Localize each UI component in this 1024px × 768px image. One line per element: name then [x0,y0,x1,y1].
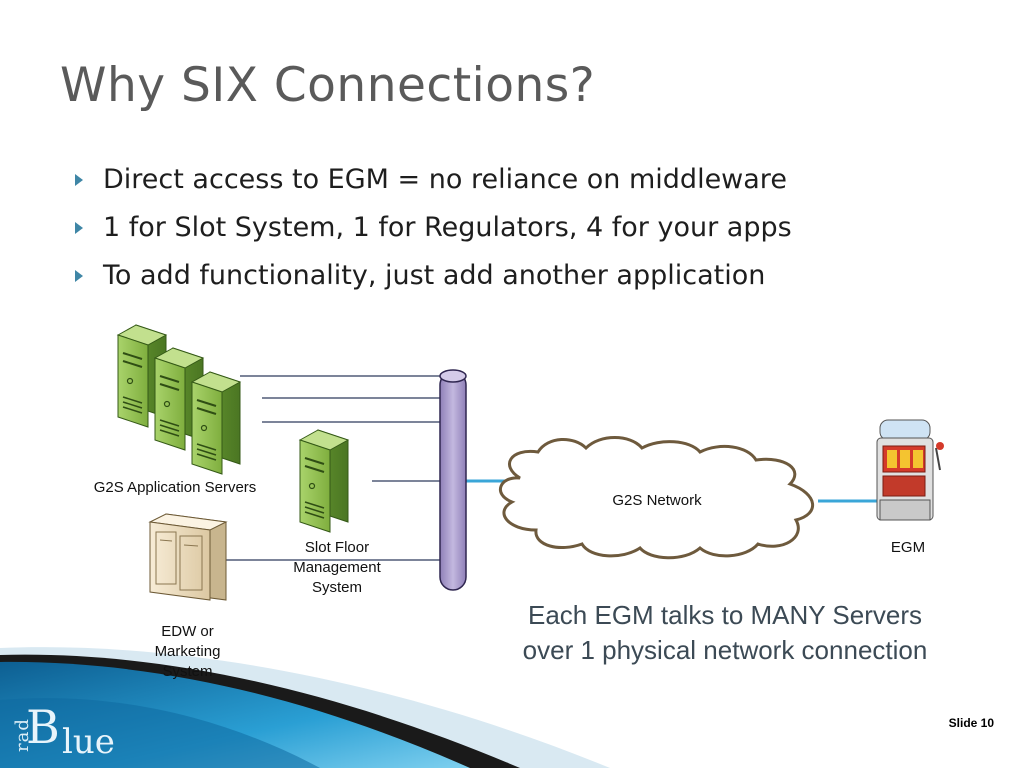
caption-line: Each EGM talks to MANY Servers [528,600,922,630]
connection-lines [224,375,442,561]
slide-number: Slide 10 [948,716,994,730]
network-bus [439,369,467,591]
bullet-item: 1 for Slot System, 1 for Regulators, 4 f… [75,208,792,256]
bullet-arrow-icon [75,222,83,234]
bullet-text: To add functionality, just add another a… [103,260,766,291]
app-servers-label: G2S Application Servers [93,479,257,496]
slot-floor-label: Slot Floor Management System [272,538,402,598]
bullet-item: To add functionality, just add another a… [75,256,792,304]
slide-title: Why SIX Connections? [60,58,596,113]
label-line: Marketing [154,643,221,660]
label-line: Management [293,559,381,576]
bullet-text: 1 for Slot System, 1 for Regulators, 4 f… [103,212,792,243]
logo-letter: B [26,700,60,754]
label-line: Slot Floor [304,539,370,556]
slot-machine-icon [876,419,944,521]
label-line: System [162,663,213,680]
footer-swoosh [0,647,610,768]
network-label: G2S Network [612,492,702,509]
edw-server-icon [148,513,228,601]
diagram-caption: Each EGM talks to MANY Servers over 1 ph… [495,598,955,668]
label-line: EDW or [161,623,214,640]
bullet-arrow-icon [75,174,83,186]
bullet-arrow-icon [75,270,83,282]
logo-text: lue [62,722,115,762]
label-line: System [311,579,362,596]
slot-floor-server-icon [299,429,349,533]
caption-line: over 1 physical network connection [522,635,928,665]
edw-label: EDW or Marketing System [130,622,245,682]
g2s-network-cloud [498,436,815,560]
bullet-item: Direct access to EGM = no reliance on mi… [75,160,792,208]
bullet-text: Direct access to EGM = no reliance on mi… [103,164,787,195]
egm-label: EGM [890,539,926,556]
bullet-list: Direct access to EGM = no reliance on mi… [75,160,792,304]
application-servers-icon [117,324,241,475]
